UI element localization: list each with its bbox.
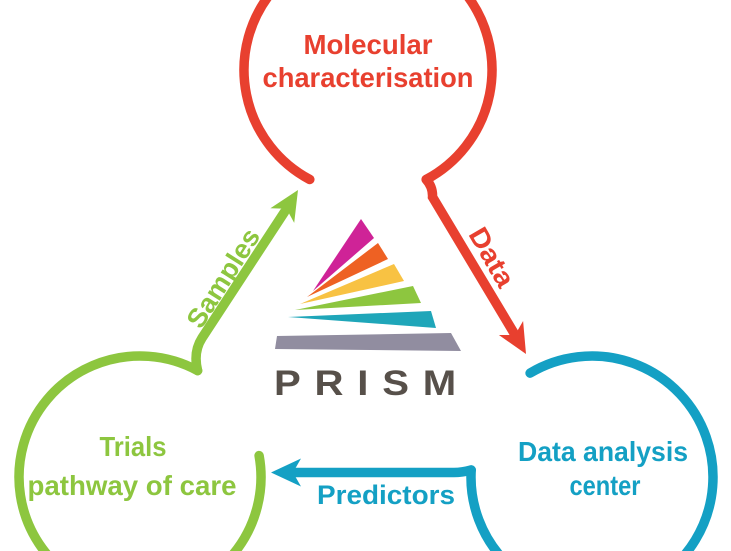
magenta-ray-icon [313,219,374,291]
samples-arrowhead-icon [270,190,298,223]
predictors-arrowhead-icon [271,458,301,487]
data-arrow-shaft [421,174,520,339]
node-molecular: Molecular characterisation [239,0,497,185]
predictors-arrow-label: Predictors [317,480,455,510]
molecular-circle-ring [239,0,497,185]
prism-logo: PRISM [274,219,470,403]
prism-wordmark: PRISM [274,364,470,403]
samples-arrow-shaft [191,207,290,376]
data-arrowhead-icon [498,321,526,354]
samples-arrow-label: Samples [181,223,266,334]
orange-ray-icon [307,243,388,297]
trials-label-line1: Trials [100,431,167,462]
gray-ray-icon [275,333,461,351]
yellow-ray-icon [300,264,404,304]
data-center-circle-ring [466,351,718,551]
predictors-arrow-shaft [291,465,476,478]
trials-label-line2: pathway of care [28,470,237,501]
data-center-label-line1: Data analysis [518,436,688,467]
green-ray-icon [295,286,421,310]
teal-ray-icon [288,311,436,328]
arrow-data: Data [421,174,526,354]
node-data-center: Data analysis center [466,351,718,551]
arrow-predictors: Predictors [271,458,476,510]
molecular-label-line2: characterisation [263,62,474,93]
trials-circle-ring [14,351,266,551]
data-center-label-line2: center [570,470,641,501]
molecular-label-line1: Molecular [304,29,433,60]
node-trials: Trials pathway of care [14,351,266,551]
